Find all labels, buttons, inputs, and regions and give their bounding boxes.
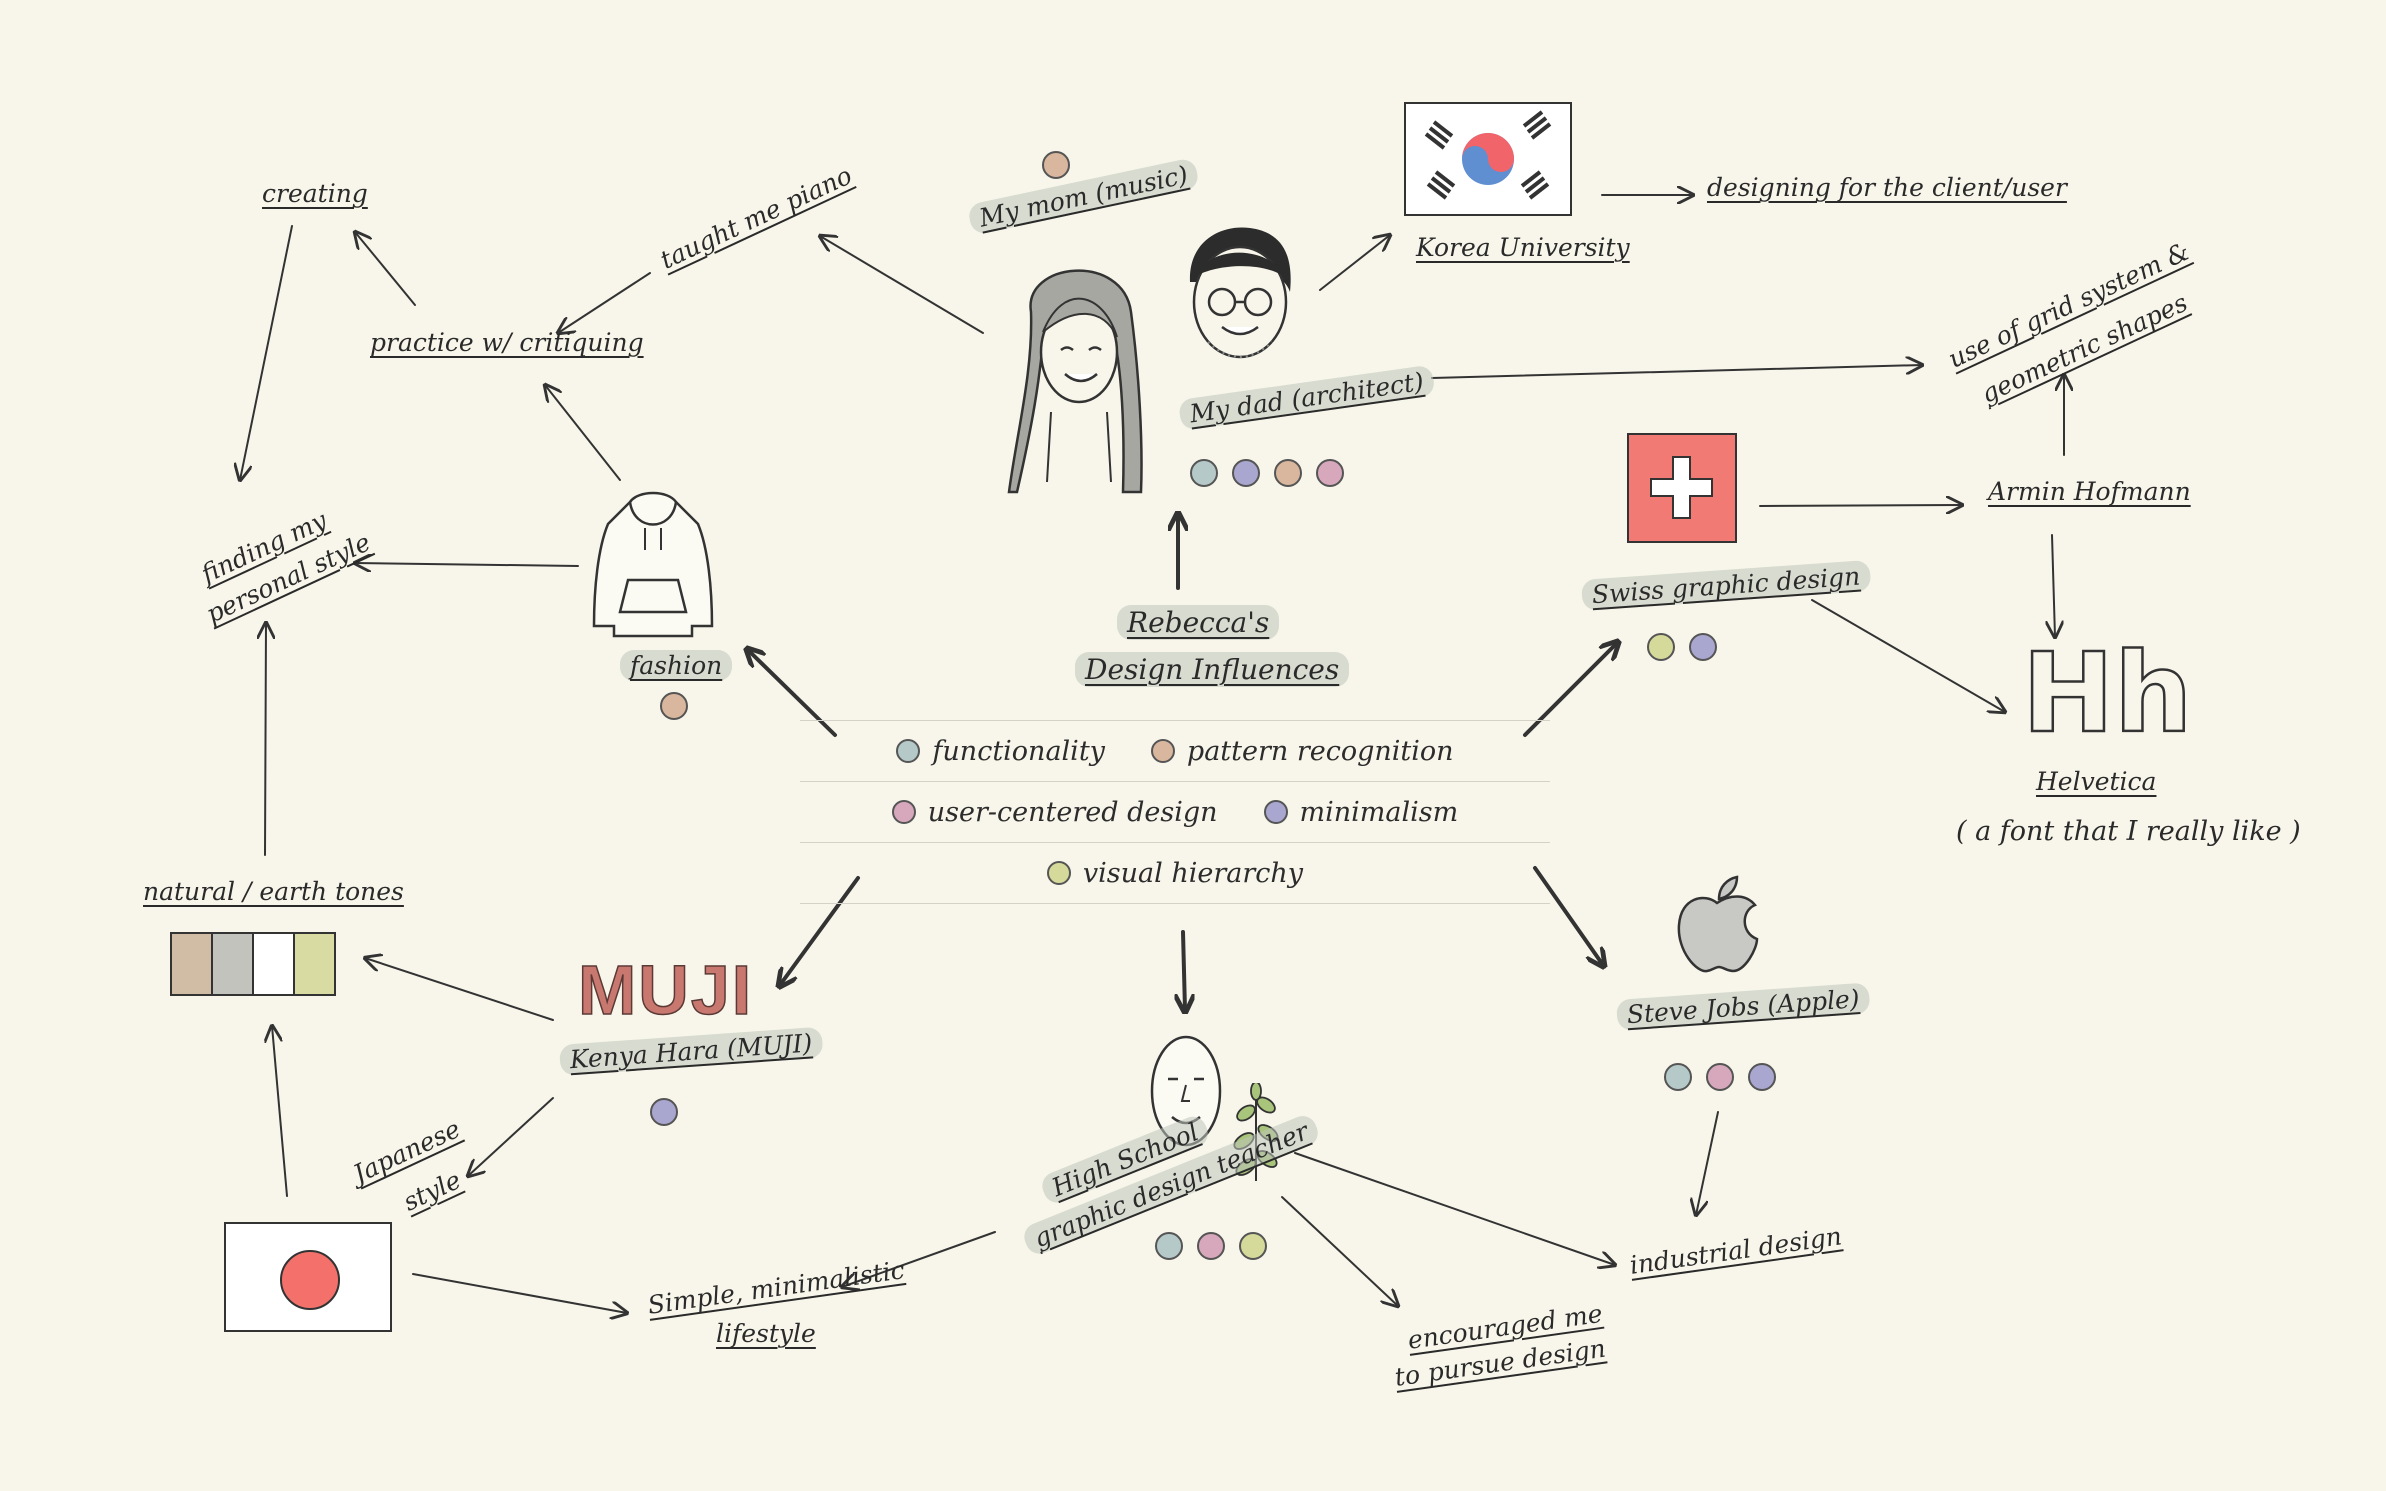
map-title-line-2: Design Influences — [1075, 652, 1350, 687]
category-dot — [1748, 1063, 1776, 1091]
legend-dot — [1263, 800, 1288, 824]
designing-client-note: designing for the client/user — [1707, 173, 2067, 202]
category-dot — [1664, 1063, 1692, 1091]
mom-portrait-icon — [1007, 269, 1143, 494]
legend-row: functionality pattern recognition — [800, 720, 1550, 781]
arrow-swiss-to-helvetica — [1811, 599, 2005, 712]
jobs-dots — [1664, 1063, 1776, 1091]
swiss-flag-icon — [1627, 433, 1737, 543]
arrow-fashion-to-practice — [545, 385, 621, 481]
earth-swatch — [254, 934, 295, 994]
creating-note: creating — [262, 179, 368, 208]
category-dot — [1274, 459, 1302, 487]
swiss-dots — [1647, 633, 1717, 661]
legend-item-visual-hierarchy: visual hierarchy — [1046, 857, 1304, 889]
category-dot — [1190, 459, 1218, 487]
arrow-teacher-to-encouraged — [1281, 1196, 1398, 1306]
mom-dot — [1042, 151, 1070, 179]
arrow-creating-to-style — [240, 225, 293, 480]
teacher-dots — [1155, 1232, 1267, 1260]
legend-item-pattern-recognition: pattern recognition — [1150, 735, 1454, 767]
apple-logo-icon — [1677, 875, 1759, 973]
category-dot — [1197, 1232, 1225, 1260]
earth-tone-swatches — [170, 932, 336, 996]
arrow-center-to-muji — [780, 876, 860, 985]
category-dot — [1232, 459, 1260, 487]
category-dot — [1689, 633, 1717, 661]
arrow-piano-to-practice — [558, 272, 651, 333]
arrow-muji-to-earth — [365, 958, 554, 1021]
korea-university-note: Korea University — [1416, 233, 1630, 262]
arrow-center-to-swiss — [1523, 643, 1617, 737]
map-title-line-1: Rebecca's — [1117, 605, 1280, 640]
arrow-center-to-jobs — [1533, 866, 1603, 965]
arrow-muji-to-japanese — [468, 1097, 554, 1176]
fashion-dot — [660, 692, 688, 720]
legend-row: visual hierarchy — [800, 842, 1550, 904]
category-dot — [1647, 633, 1675, 661]
legend-item-user-centered-design: user-centered design — [891, 796, 1218, 828]
legend: functionality pattern recognition user-c… — [800, 720, 1550, 904]
helvetica-note: Helvetica — [2036, 767, 2157, 796]
arrow-swiss-to-armin — [1759, 505, 1962, 506]
legend-label: visual hierarchy — [1082, 857, 1304, 889]
arrow-dad-to-grid — [1431, 365, 1922, 379]
legend-dot — [896, 739, 921, 763]
japan-flag-icon — [224, 1222, 392, 1332]
arrow-japan-to-earth — [272, 1026, 288, 1197]
arrow-teacher-to-simple — [842, 1231, 996, 1287]
category-dot — [1155, 1232, 1183, 1260]
category-dot — [1316, 459, 1344, 487]
legend-row: user-centered design minimalism — [800, 781, 1550, 842]
arrow-mom-to-piano — [820, 236, 984, 334]
arrow-dad-to-korea — [1319, 235, 1390, 291]
arrow-jobs-to-industrial — [1696, 1111, 1719, 1215]
helvetica-glyph-icon: Hh — [2021, 629, 2194, 757]
earth-swatch — [295, 934, 334, 994]
practice-critiquing-note: practice w/ critiquing — [370, 328, 644, 357]
simple-lifestyle-note-line-2: lifestyle — [716, 1319, 816, 1348]
hoodie-icon — [592, 491, 714, 638]
category-dot — [1239, 1232, 1267, 1260]
legend-label: user-centered design — [927, 796, 1218, 828]
korea-flag-icon — [1404, 102, 1572, 216]
arrow-fashion-to-style — [355, 563, 579, 566]
muji-logo: MUJI — [577, 951, 754, 1029]
arrow-japan-to-simple — [412, 1273, 627, 1313]
earth-tones-note: natural / earth tones — [143, 877, 404, 906]
earth-swatch — [213, 934, 254, 994]
dad-dots — [1190, 459, 1344, 487]
legend-label: pattern recognition — [1186, 735, 1454, 767]
arrow-practice-to-creating — [355, 232, 416, 306]
arrow-earth-to-style — [265, 623, 266, 856]
arrow-armin-to-helvetica — [2052, 534, 2055, 637]
legend-item-minimalism: minimalism — [1263, 796, 1459, 828]
legend-dot — [891, 800, 916, 824]
earth-swatch — [172, 934, 213, 994]
legend-dot — [1046, 861, 1071, 885]
armin-hofmann-note: Armin Hofmann — [1988, 477, 2191, 506]
category-dot — [1706, 1063, 1734, 1091]
dad-portrait-icon — [1189, 227, 1291, 359]
legend-item-functionality: functionality — [896, 736, 1105, 767]
muji-dot — [650, 1098, 678, 1126]
legend-label: functionality — [932, 735, 1105, 767]
fashion-label: fashion — [620, 650, 733, 682]
arrow-teacher-to-industrial — [1294, 1152, 1615, 1265]
arrow-center-to-teacher — [1183, 930, 1185, 1010]
legend-label: minimalism — [1299, 796, 1459, 828]
legend-dot — [1150, 739, 1175, 763]
helvetica-comment: ( a font that I really like ) — [1956, 816, 2301, 847]
